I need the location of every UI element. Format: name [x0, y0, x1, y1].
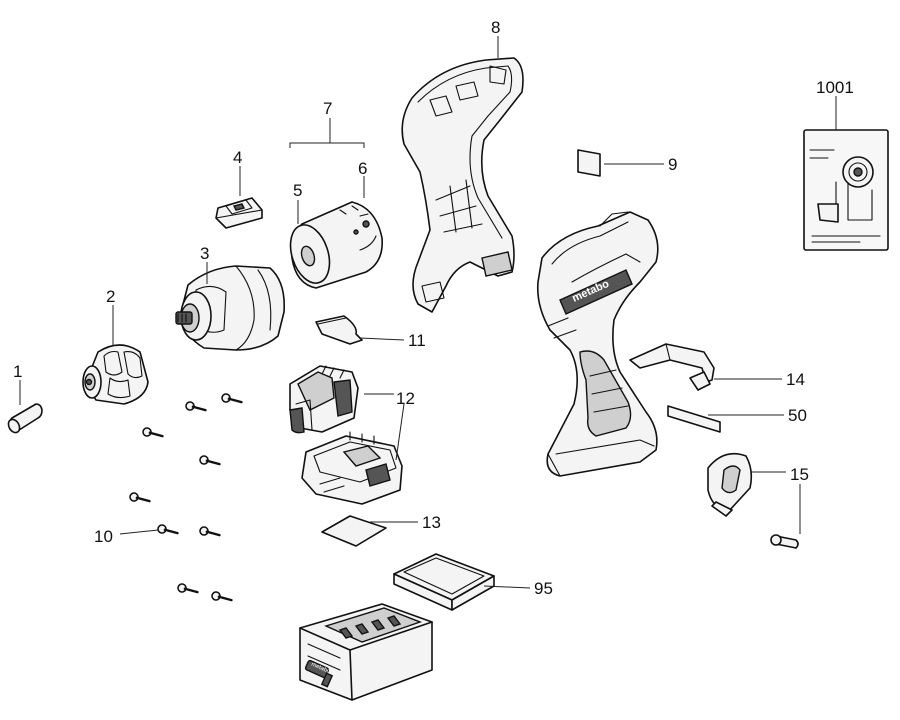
callout-14: 14	[786, 370, 805, 389]
callout-95: 95	[534, 579, 553, 598]
part-12-control-board	[301, 431, 403, 505]
callout-6: 6	[358, 159, 367, 178]
callout-7: 7	[323, 99, 332, 118]
callout-8: 8	[491, 18, 500, 37]
screw	[211, 591, 233, 602]
part-1001-label	[803, 129, 889, 251]
callout-1001: 1001	[816, 78, 854, 97]
part-95-cover	[393, 553, 495, 611]
part-12-switch	[289, 365, 359, 434]
screw	[199, 455, 221, 466]
part-9-pad	[577, 149, 601, 177]
callout-1: 1	[13, 362, 22, 381]
callout-4: 4	[233, 148, 242, 167]
part-13-pad	[321, 515, 387, 547]
screw	[221, 393, 243, 404]
part-4-slider	[215, 197, 263, 229]
screw	[185, 401, 207, 412]
callout-11: 11	[408, 331, 426, 350]
part-15-clip	[707, 452, 753, 517]
callout-15: 15	[790, 465, 809, 484]
screw	[199, 526, 221, 537]
callout-2: 2	[106, 287, 115, 306]
callout-10: 10	[94, 527, 113, 546]
part-1-pin	[7, 403, 43, 434]
part-housing-right: metabo	[536, 211, 659, 477]
part-14-bracket	[629, 343, 715, 391]
leader-95	[483, 585, 531, 589]
callout-13: 13	[422, 513, 441, 532]
callout-3: 3	[200, 244, 209, 263]
callout-9: 9	[668, 155, 677, 174]
part-15-screw	[770, 534, 799, 549]
part-8-housing-left	[401, 57, 524, 313]
leader-7-bracket	[289, 142, 365, 148]
screw	[142, 427, 164, 438]
screw	[157, 524, 179, 535]
part-5-6-motor	[289, 201, 383, 289]
part-11-plate	[315, 315, 363, 345]
screw	[129, 492, 151, 503]
part-3-gearbox	[175, 265, 286, 351]
callout-5: 5	[293, 181, 302, 200]
leader-11	[359, 337, 405, 341]
part-50-strip	[667, 405, 721, 433]
callout-12: 12	[396, 389, 415, 408]
screw	[177, 583, 199, 594]
part-10-screws	[129, 393, 243, 602]
battery-pack: metabo	[299, 603, 433, 701]
leader-10	[119, 529, 159, 535]
leader-12b	[395, 403, 405, 461]
callout-50: 50	[788, 406, 807, 425]
part-2-chuck	[82, 344, 149, 405]
